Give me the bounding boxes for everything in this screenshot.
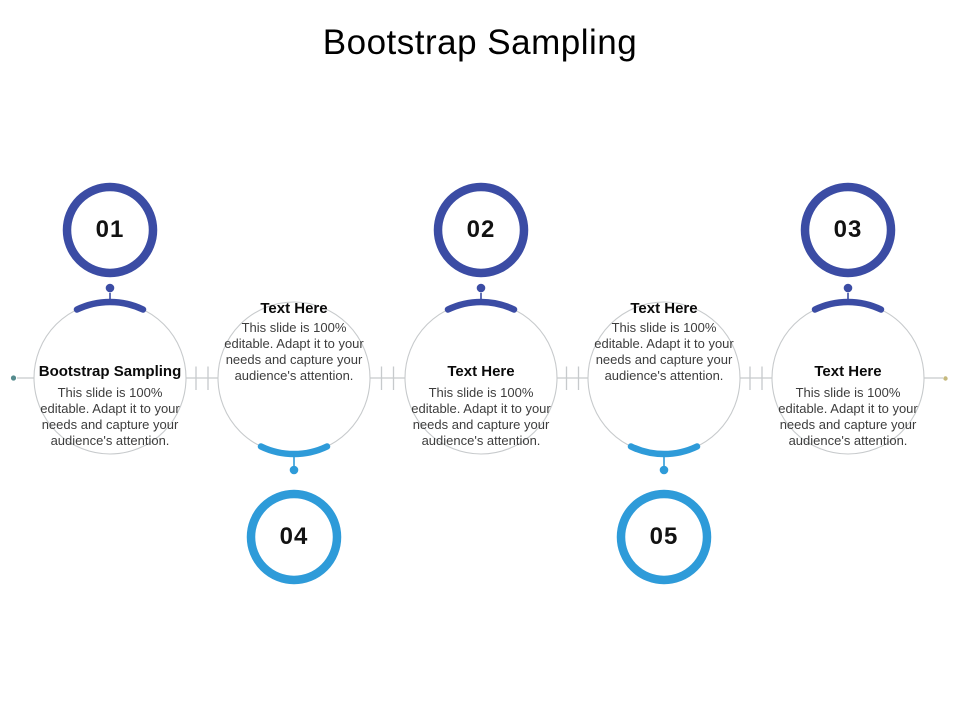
station-4: 05 Text Here This slide is 100% editable… xyxy=(576,0,752,720)
station-3-graphics xyxy=(433,182,529,313)
station-body-line: editable. Adapt it to your xyxy=(778,401,918,416)
station-body: This slide is 100% editable. Adapt it to… xyxy=(760,385,936,449)
station-2: 04 Text Here This slide is 100% editable… xyxy=(206,0,382,720)
number-badge: 01 xyxy=(95,216,125,243)
station-body-line: editable. Adapt it to your xyxy=(411,401,551,416)
station-body-line: audience's attention. xyxy=(788,433,908,448)
station-body: This slide is 100% editable. Adapt it to… xyxy=(22,385,198,449)
station-body: This slide is 100% editable. Adapt it to… xyxy=(576,320,752,384)
station-body-line: audience's attention. xyxy=(50,433,170,448)
station-body-line: audience's attention. xyxy=(234,368,354,383)
connector-dot xyxy=(659,465,669,475)
number-circle-ring xyxy=(433,182,529,278)
number-badge: 04 xyxy=(279,523,309,550)
station-body-line: editable. Adapt it to your xyxy=(224,336,364,351)
connector-dot xyxy=(843,283,853,293)
connector-dot xyxy=(476,283,486,293)
station-body: This slide is 100% editable. Adapt it to… xyxy=(206,320,382,384)
station-4-graphics xyxy=(616,443,712,585)
station-arc xyxy=(627,443,701,458)
station-body-line: editable. Adapt it to your xyxy=(40,401,180,416)
station-body-line: needs and capture your xyxy=(225,352,363,367)
station-body: This slide is 100% editable. Adapt it to… xyxy=(393,385,569,449)
connector-dot xyxy=(105,283,115,293)
number-circle-ring xyxy=(800,182,896,278)
station-body-line: This slide is 100% xyxy=(611,320,717,335)
number-badge: 03 xyxy=(833,216,863,243)
station-body-line: This slide is 100% xyxy=(795,385,901,400)
station-body-line: This slide is 100% xyxy=(241,320,347,335)
slide-title: Bootstrap Sampling xyxy=(322,23,638,62)
station-body-line: needs and capture your xyxy=(779,417,917,432)
station-body-line: needs and capture your xyxy=(412,417,550,432)
timeline-end-dot xyxy=(943,376,948,381)
station-heading: Text Here xyxy=(260,300,328,317)
station-heading: Bootstrap Sampling xyxy=(38,363,182,380)
station-body-line: needs and capture your xyxy=(595,352,733,367)
station-heading: Text Here xyxy=(447,363,515,380)
number-badge: 05 xyxy=(649,523,679,550)
number-badge: 02 xyxy=(466,216,496,243)
station-5: 03 Text Here This slide is 100% editable… xyxy=(760,0,936,720)
station-5-graphics xyxy=(800,182,896,313)
station-heading: Text Here xyxy=(630,300,698,317)
station-body-line: editable. Adapt it to your xyxy=(594,336,734,351)
station-body-line: This slide is 100% xyxy=(57,385,163,400)
number-circle-ring xyxy=(616,489,712,585)
station-arc xyxy=(257,443,331,458)
number-circle-ring xyxy=(62,182,158,278)
connector-dot xyxy=(289,465,299,475)
station-body-line: audience's attention. xyxy=(421,433,541,448)
station-body-line: needs and capture your xyxy=(41,417,179,432)
station-body-line: audience's attention. xyxy=(604,368,724,383)
timeline-start-dot xyxy=(10,375,17,381)
station-1: 01 Bootstrap Sampling This slide is 100%… xyxy=(22,0,198,720)
station-1-graphics xyxy=(62,182,158,313)
station-body-line: This slide is 100% xyxy=(428,385,534,400)
number-circle-ring xyxy=(246,489,342,585)
station-heading: Text Here xyxy=(814,363,882,380)
station-3: 02 Text Here This slide is 100% editable… xyxy=(393,0,569,720)
station-2-graphics xyxy=(246,443,342,585)
